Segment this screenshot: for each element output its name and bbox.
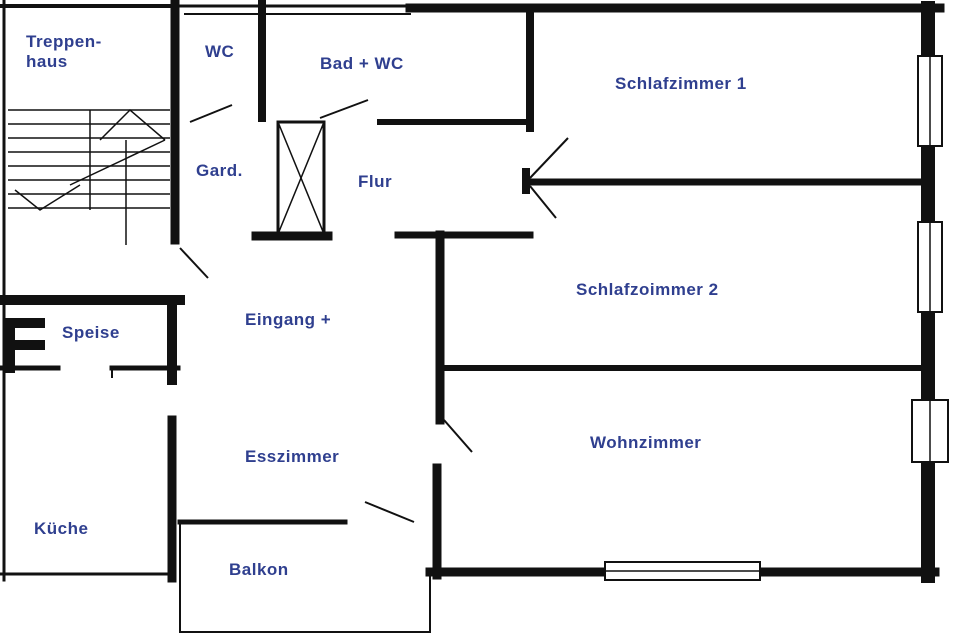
room-label-speise: Speise xyxy=(62,323,120,342)
door-swings xyxy=(111,99,569,523)
room-label-wc: WC xyxy=(205,42,235,61)
staircase xyxy=(8,108,170,245)
room-label-treppenhaus: Treppen- haus xyxy=(26,32,102,71)
walls xyxy=(0,0,949,633)
room-label-esszimmer: Esszimmer xyxy=(245,447,340,466)
room-label-wohnzimmer: Wohnzimmer xyxy=(590,433,702,452)
room-label-gard: Gard. xyxy=(196,161,243,180)
room-label-balkon: Balkon xyxy=(229,560,289,579)
room-label-schlafzimmer-2: Schlafzoimmer 2 xyxy=(576,280,719,299)
room-label-eingang: Eingang + xyxy=(245,310,332,329)
room-label-schlafzimmer-1: Schlafzimmer 1 xyxy=(615,74,747,93)
room-label-kueche: Küche xyxy=(34,519,89,538)
room-label-bad-wc: Bad + WC xyxy=(320,54,404,73)
room-label-flur: Flur xyxy=(358,172,393,191)
